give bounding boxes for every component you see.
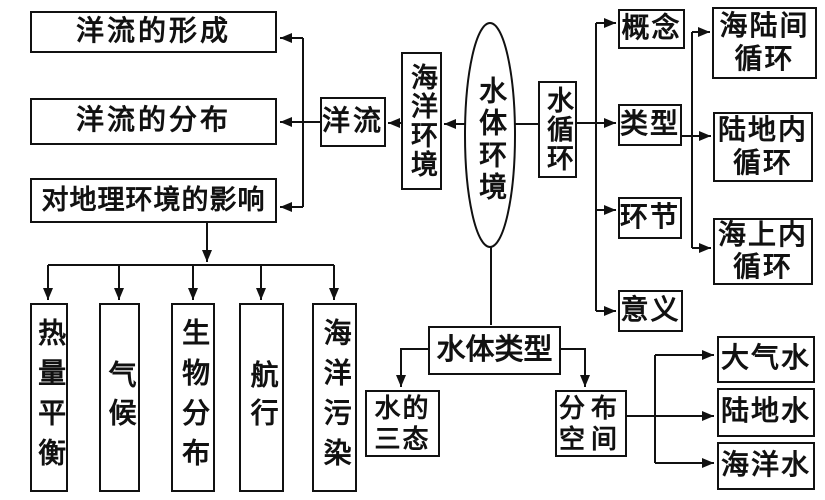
- node-significance: 意义: [618, 290, 683, 332]
- node-inland-cycle: 陆地内循环: [713, 112, 813, 182]
- node-links: 环节: [618, 197, 682, 239]
- node-marine-environment: 海洋环境: [401, 52, 442, 190]
- center-ellipse: [464, 22, 516, 248]
- node-land-water: 陆地水: [717, 388, 815, 437]
- node-marine-pollution: 海洋污染: [312, 303, 357, 492]
- node-sea-land-cycle: 海陆间循环: [712, 7, 817, 79]
- node-currents-formation: 洋流的形成: [30, 11, 277, 53]
- node-water-three-states: 水的三态: [365, 390, 440, 457]
- node-ocean-currents: 洋流: [320, 97, 386, 147]
- node-navigation: 航行: [239, 303, 284, 492]
- node-climate: 气候: [99, 303, 140, 492]
- node-sea-inner-cycle: 海上内循环: [713, 218, 813, 285]
- node-currents-distribution: 洋流的分布: [30, 98, 277, 145]
- node-ocean-water: 海洋水: [717, 442, 815, 490]
- node-water-body-types: 水体类型: [428, 326, 561, 375]
- node-atmospheric-water: 大气水: [717, 336, 815, 383]
- node-types: 类型: [618, 104, 682, 146]
- node-bio-distribution: 生物分布: [171, 303, 215, 492]
- node-geo-environment-influence: 对地理环境的影响: [30, 178, 277, 223]
- node-distribution-space: 分布空间: [555, 390, 627, 457]
- node-water-cycle: 水循环: [538, 81, 577, 178]
- node-concept: 概念: [618, 9, 685, 49]
- node-water-environment: 水体环境: [475, 76, 507, 204]
- node-heat-balance: 热量平衡: [30, 303, 68, 492]
